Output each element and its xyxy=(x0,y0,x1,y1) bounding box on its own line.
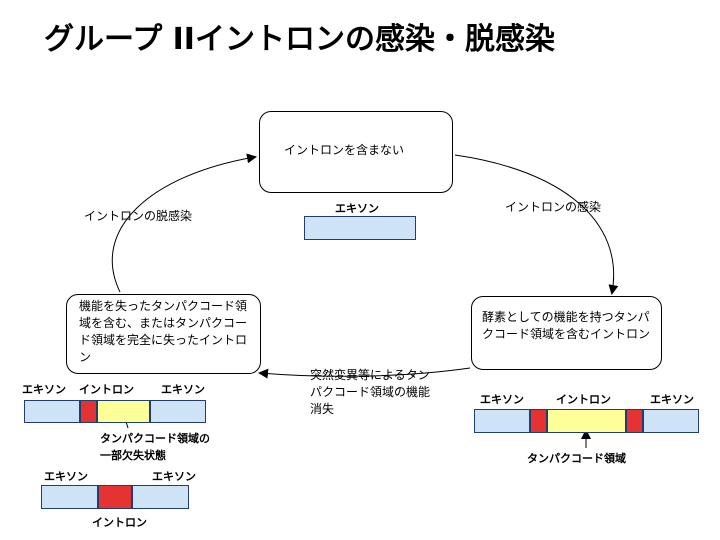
right-flank-left xyxy=(530,409,547,433)
arrow-infection xyxy=(454,154,619,295)
transition-infection-label: イントロンの感染 xyxy=(505,200,602,214)
left-d1-flank xyxy=(80,400,97,423)
left-d1-note: タンパクコード領域の一部欠失状態 xyxy=(100,432,210,462)
left-d2-exon-right xyxy=(132,485,189,509)
right-exon-left-label: エキソン xyxy=(480,393,524,406)
state-degenerate-intron-text: 機能を失ったタンパクコード領域を含む、またはタンパクコード領域を完全に失ったイン… xyxy=(79,299,248,364)
left-d2-exon-left xyxy=(41,485,98,509)
arrow-deinfection xyxy=(111,153,257,293)
transition-deinfection-label: イントロンの脱感染 xyxy=(84,209,193,223)
left-d1-intron-label: イントロン xyxy=(79,383,134,396)
left-d2-intron xyxy=(98,485,132,509)
state-degenerate-intron: 機能を失ったタンパクコード領域を含む、またはタンパクコード領域を完全に失ったイン… xyxy=(66,294,261,374)
right-exon-right xyxy=(643,409,699,433)
state-no-intron: イントロンを含まない xyxy=(259,111,453,193)
top-exon-label: エキソン xyxy=(335,202,379,215)
state-intron-with-coding: 酵素としての機能を持つタンパクコード領域を含むイントロン xyxy=(471,296,662,370)
right-exon-right-label: エキソン xyxy=(650,393,694,406)
left-d1-coding-fragment xyxy=(97,400,150,423)
right-flank-right xyxy=(626,409,643,433)
transition-mutation-label: 突然変異等によるタンパクコード領域の機能消失 xyxy=(310,368,431,416)
left-d2-exon-right-label: エキソン xyxy=(152,470,196,483)
right-intron-label: イントロン xyxy=(556,393,611,406)
left-d1-exon-left-label: エキソン xyxy=(22,383,66,396)
arrow-mutation xyxy=(258,367,471,379)
right-coding-label: タンパクコード領域 xyxy=(527,452,626,465)
state-no-intron-text: イントロンを含まない xyxy=(284,143,405,157)
right-coding-region xyxy=(547,409,626,433)
left-d1-exon-left xyxy=(24,400,80,423)
right-exon-left xyxy=(474,409,530,433)
left-d2-exon-left-label: エキソン xyxy=(44,470,88,483)
left-d1-exon-right xyxy=(150,400,206,423)
page-title: グループ IIイントロンの感染・脱感染 xyxy=(44,22,555,57)
left-d1-exon-right-label: エキソン xyxy=(161,383,205,396)
left-d2-intron-label: イントロン xyxy=(92,516,147,529)
state-intron-with-coding-text: 酵素としての機能を持つタンパクコード領域を含むイントロン xyxy=(482,310,651,341)
top-exon-bar xyxy=(304,216,416,240)
